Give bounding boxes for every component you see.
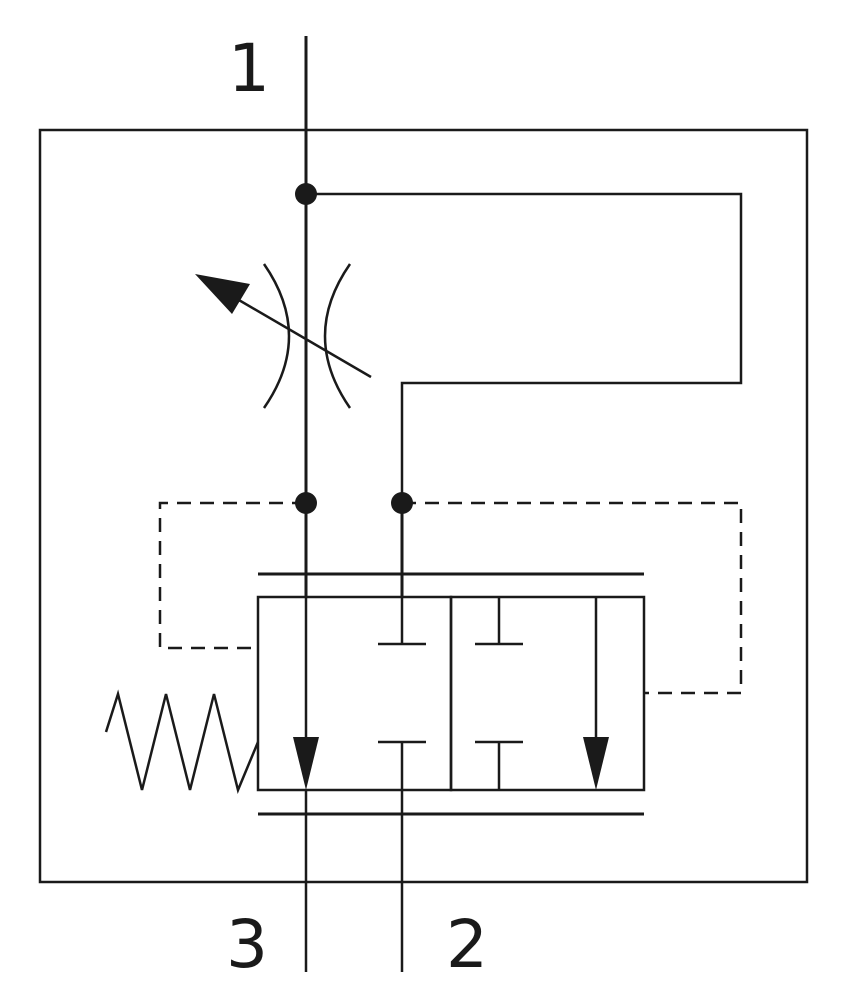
junction-dot-top [295, 183, 317, 205]
flow-arrow-right-icon [583, 737, 609, 790]
valve-envelope-left [256, 595, 453, 792]
adjust-arrow-shaft [231, 294, 372, 379]
flow-arrow-left-icon [293, 737, 319, 790]
pilot-line-right [402, 501, 743, 695]
throttle-arc-right [323, 263, 352, 409]
port-label-1: 1 [228, 30, 270, 107]
pilot-line-left [158, 501, 306, 650]
adjustable-throttle-symbol [195, 263, 372, 409]
branch-loop-line [306, 192, 743, 503]
valve-enclosure [38, 128, 809, 884]
throttle-arc-left [262, 263, 291, 409]
adjust-arrow-head-icon [195, 274, 250, 314]
spring-icon [104, 689, 260, 794]
port-label-3: 3 [226, 906, 268, 983]
port-label-2: 2 [446, 906, 488, 983]
valve-envelope-right [449, 595, 646, 792]
